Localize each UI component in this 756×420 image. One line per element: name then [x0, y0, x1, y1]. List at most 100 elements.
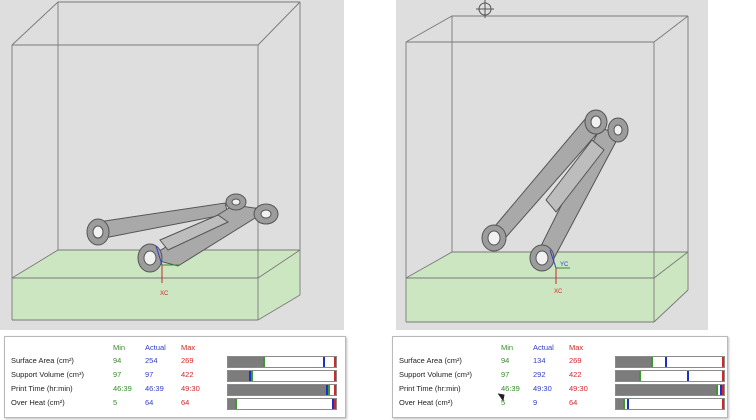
bar-min-fill — [228, 357, 265, 367]
axis-label-xc: XC — [554, 289, 563, 295]
metric-row: Support Volume (cm³) 97 97 422 — [5, 368, 345, 382]
bar-min-fill — [228, 385, 330, 395]
metric-actual-value: 134 — [533, 356, 546, 365]
bar-max-marker — [722, 399, 724, 409]
axis-label-yc: YC — [560, 262, 569, 268]
bar-min-fill — [616, 385, 718, 395]
metric-min-value: 46:39 — [113, 384, 132, 393]
metric-label: Print Time (hr:min) — [399, 384, 461, 393]
bar-min-marker — [327, 385, 330, 395]
bar-max-marker — [722, 385, 724, 395]
metric-max-value: 64 — [569, 398, 578, 407]
metric-label: Surface Area (cm²) — [399, 356, 462, 365]
bar-min-fill — [228, 371, 253, 381]
metric-label: Support Volume (cm³) — [399, 370, 472, 379]
bar-max-marker — [334, 399, 336, 409]
part-model — [86, 193, 279, 273]
metric-max-value: 422 — [181, 370, 194, 379]
metric-min-value: 5 — [113, 398, 118, 407]
bar-min-fill — [616, 371, 641, 381]
metric-min-value: 97 — [501, 370, 510, 379]
build-volume-right: XC YC — [405, 0, 689, 323]
metric-max-value: 49:30 — [569, 384, 588, 393]
bar-max-marker — [334, 357, 336, 367]
metric-row: Surface Area (cm²) 94 254 269 — [5, 354, 345, 368]
metric-min-value: 5 — [501, 398, 506, 407]
metric-label: Support Volume (cm³) — [11, 370, 84, 379]
build-box-edges — [405, 15, 689, 323]
axis-label-xc: XC — [160, 291, 169, 297]
bar-actual-marker — [664, 357, 667, 367]
bar-min-fill — [616, 357, 653, 367]
header-max: Max — [181, 343, 196, 352]
bar-actual-marker — [332, 399, 334, 409]
metric-max-value: 269 — [181, 356, 194, 365]
metric-range-bar — [615, 356, 725, 368]
bar-actual-marker — [720, 385, 722, 395]
metric-max-value: 422 — [569, 370, 582, 379]
build-volume-left: XC — [11, 1, 301, 321]
header-min: Min — [501, 343, 514, 352]
metric-max-value: 269 — [569, 356, 582, 365]
viewport-left[interactable]: XC — [0, 0, 344, 330]
metric-range-bar — [615, 398, 725, 410]
metric-actual-value: 49:30 — [533, 384, 552, 393]
metric-max-value: 49:30 — [181, 384, 200, 393]
bar-min-fill — [616, 399, 625, 409]
header-min: Min — [113, 343, 126, 352]
metric-actual-value: 292 — [533, 370, 546, 379]
axis-triad — [155, 245, 180, 283]
metric-actual-value: 46:39 — [145, 384, 164, 393]
bar-min-marker — [622, 399, 625, 409]
metric-label: Over Heat (cm²) — [399, 398, 453, 407]
bar-actual-marker — [323, 357, 326, 367]
bar-actual-marker — [686, 371, 689, 381]
axis-triad — [549, 249, 570, 284]
build-plate — [12, 250, 300, 320]
metric-actual-value: 64 — [145, 398, 154, 407]
bar-max-marker — [334, 385, 336, 395]
metric-row: Over Heat (cm²) 5 64 64 — [5, 396, 345, 410]
bar-min-marker — [234, 399, 237, 409]
metrics-panel-left: Min Actual Max Surface Area (cm²) 94 254 26… — [4, 336, 346, 418]
bar-actual-marker — [627, 399, 630, 409]
metric-min-value: 94 — [113, 356, 122, 365]
header-actual: Actual — [533, 343, 554, 352]
bar-min-marker — [250, 371, 253, 381]
bar-min-marker — [715, 385, 718, 395]
metric-row: Surface Area (cm²) 94 134 269 — [393, 354, 727, 368]
metric-range-bar — [227, 356, 337, 368]
metric-min-value: 97 — [113, 370, 122, 379]
metric-max-value: 64 — [181, 398, 190, 407]
viewport-right[interactable]: XC YC — [396, 0, 708, 330]
build-box-edges — [11, 1, 301, 321]
metric-label: Print Time (hr:min) — [11, 384, 73, 393]
header-actual: Actual — [145, 343, 166, 352]
bar-max-marker — [722, 371, 724, 381]
metric-range-bar — [227, 384, 337, 396]
metric-range-bar — [615, 384, 725, 396]
metric-min-value: 94 — [501, 356, 510, 365]
metric-actual-value: 254 — [145, 356, 158, 365]
bar-min-marker — [262, 357, 265, 367]
metric-min-value: 46:39 — [501, 384, 520, 393]
bar-min-marker — [650, 357, 653, 367]
bar-max-marker — [722, 357, 724, 367]
metric-actual-value: 9 — [533, 398, 538, 407]
metric-row: Over Heat (cm²) 5 9 64 — [393, 396, 727, 410]
metric-range-bar — [615, 370, 725, 382]
bar-actual-marker — [325, 385, 328, 395]
build-plate — [406, 252, 688, 322]
bar-actual-marker — [248, 371, 251, 381]
metric-range-bar — [227, 398, 337, 410]
metric-actual-value: 97 — [145, 370, 154, 379]
bar-max-marker — [334, 371, 336, 381]
metric-row: Support Volume (cm³) 97 292 422 — [393, 368, 727, 382]
metric-label: Surface Area (cm²) — [11, 356, 74, 365]
metric-label: Over Heat (cm²) — [11, 398, 65, 407]
metric-row: Print Time (hr:min) 46:39 49:30 49:30 — [393, 382, 727, 396]
bar-min-fill — [228, 399, 237, 409]
crosshair-icon — [476, 0, 494, 18]
part-model — [481, 109, 629, 272]
